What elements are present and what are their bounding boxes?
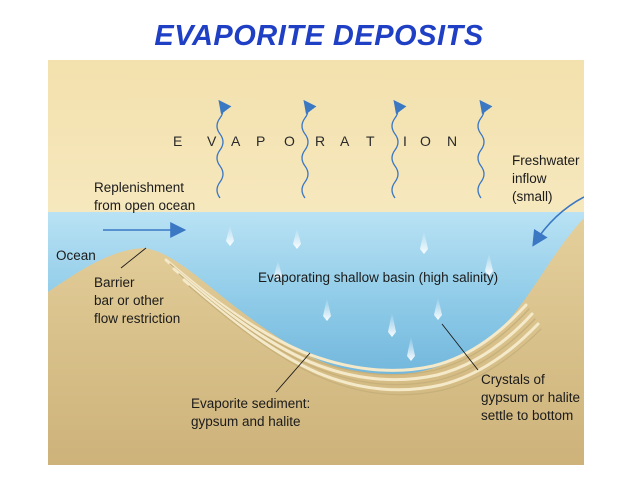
ocean-label: Ocean	[56, 248, 96, 263]
sediment-label: Evaporite sediment: gypsum and halite	[191, 396, 310, 429]
svg-text:I: I	[403, 133, 407, 149]
svg-text:from open ocean: from open ocean	[94, 198, 195, 213]
svg-text:(small): (small)	[512, 189, 553, 204]
evaporation-arrows	[216, 99, 493, 199]
crystals-label: Crystals of gypsum or halite settle to b…	[481, 372, 580, 423]
freshwater-label: Freshwater inflow (small)	[512, 153, 580, 204]
svg-text:E: E	[173, 133, 182, 149]
svg-text:P: P	[256, 133, 265, 149]
svg-text:Freshwater: Freshwater	[512, 153, 580, 168]
evaporite-diagram: E V A P O R A T I O N Replenishment from…	[48, 60, 584, 465]
settling-crystals	[226, 225, 493, 361]
svg-text:Barrier: Barrier	[94, 275, 135, 290]
svg-text:gypsum and halite: gypsum and halite	[191, 414, 301, 429]
sediment-layers	[164, 258, 542, 396]
svg-text:Crystals of: Crystals of	[481, 372, 545, 387]
svg-text:N: N	[447, 133, 457, 149]
svg-text:flow restriction: flow restriction	[94, 311, 180, 326]
svg-text:bar or other: bar or other	[94, 293, 164, 308]
page-title: EVAPORITE DEPOSITS	[154, 20, 484, 52]
replenishment-label: Replenishment from open ocean	[94, 180, 195, 213]
evaporation-label: E V A P O R A T I O N	[173, 133, 457, 149]
svg-text:gypsum or halite: gypsum or halite	[481, 390, 580, 405]
svg-text:T: T	[366, 133, 375, 149]
freshwater-arrow	[532, 196, 584, 247]
svg-text:inflow: inflow	[512, 171, 547, 186]
svg-text:R: R	[315, 133, 325, 149]
svg-text:A: A	[231, 133, 241, 149]
svg-text:V: V	[207, 133, 217, 149]
svg-text:Evaporite sediment:: Evaporite sediment:	[191, 396, 310, 411]
leader-lines	[120, 247, 479, 393]
svg-text:A: A	[340, 133, 350, 149]
land-seafloor	[48, 218, 584, 465]
basin-label: Evaporating shallow basin (high salinity…	[258, 270, 498, 285]
svg-text:settle to bottom: settle to bottom	[481, 408, 573, 423]
barrier-label: Barrier bar or other flow restriction	[94, 275, 180, 326]
svg-text:O: O	[284, 133, 295, 149]
svg-text:O: O	[420, 133, 431, 149]
svg-text:Replenishment: Replenishment	[94, 180, 184, 195]
